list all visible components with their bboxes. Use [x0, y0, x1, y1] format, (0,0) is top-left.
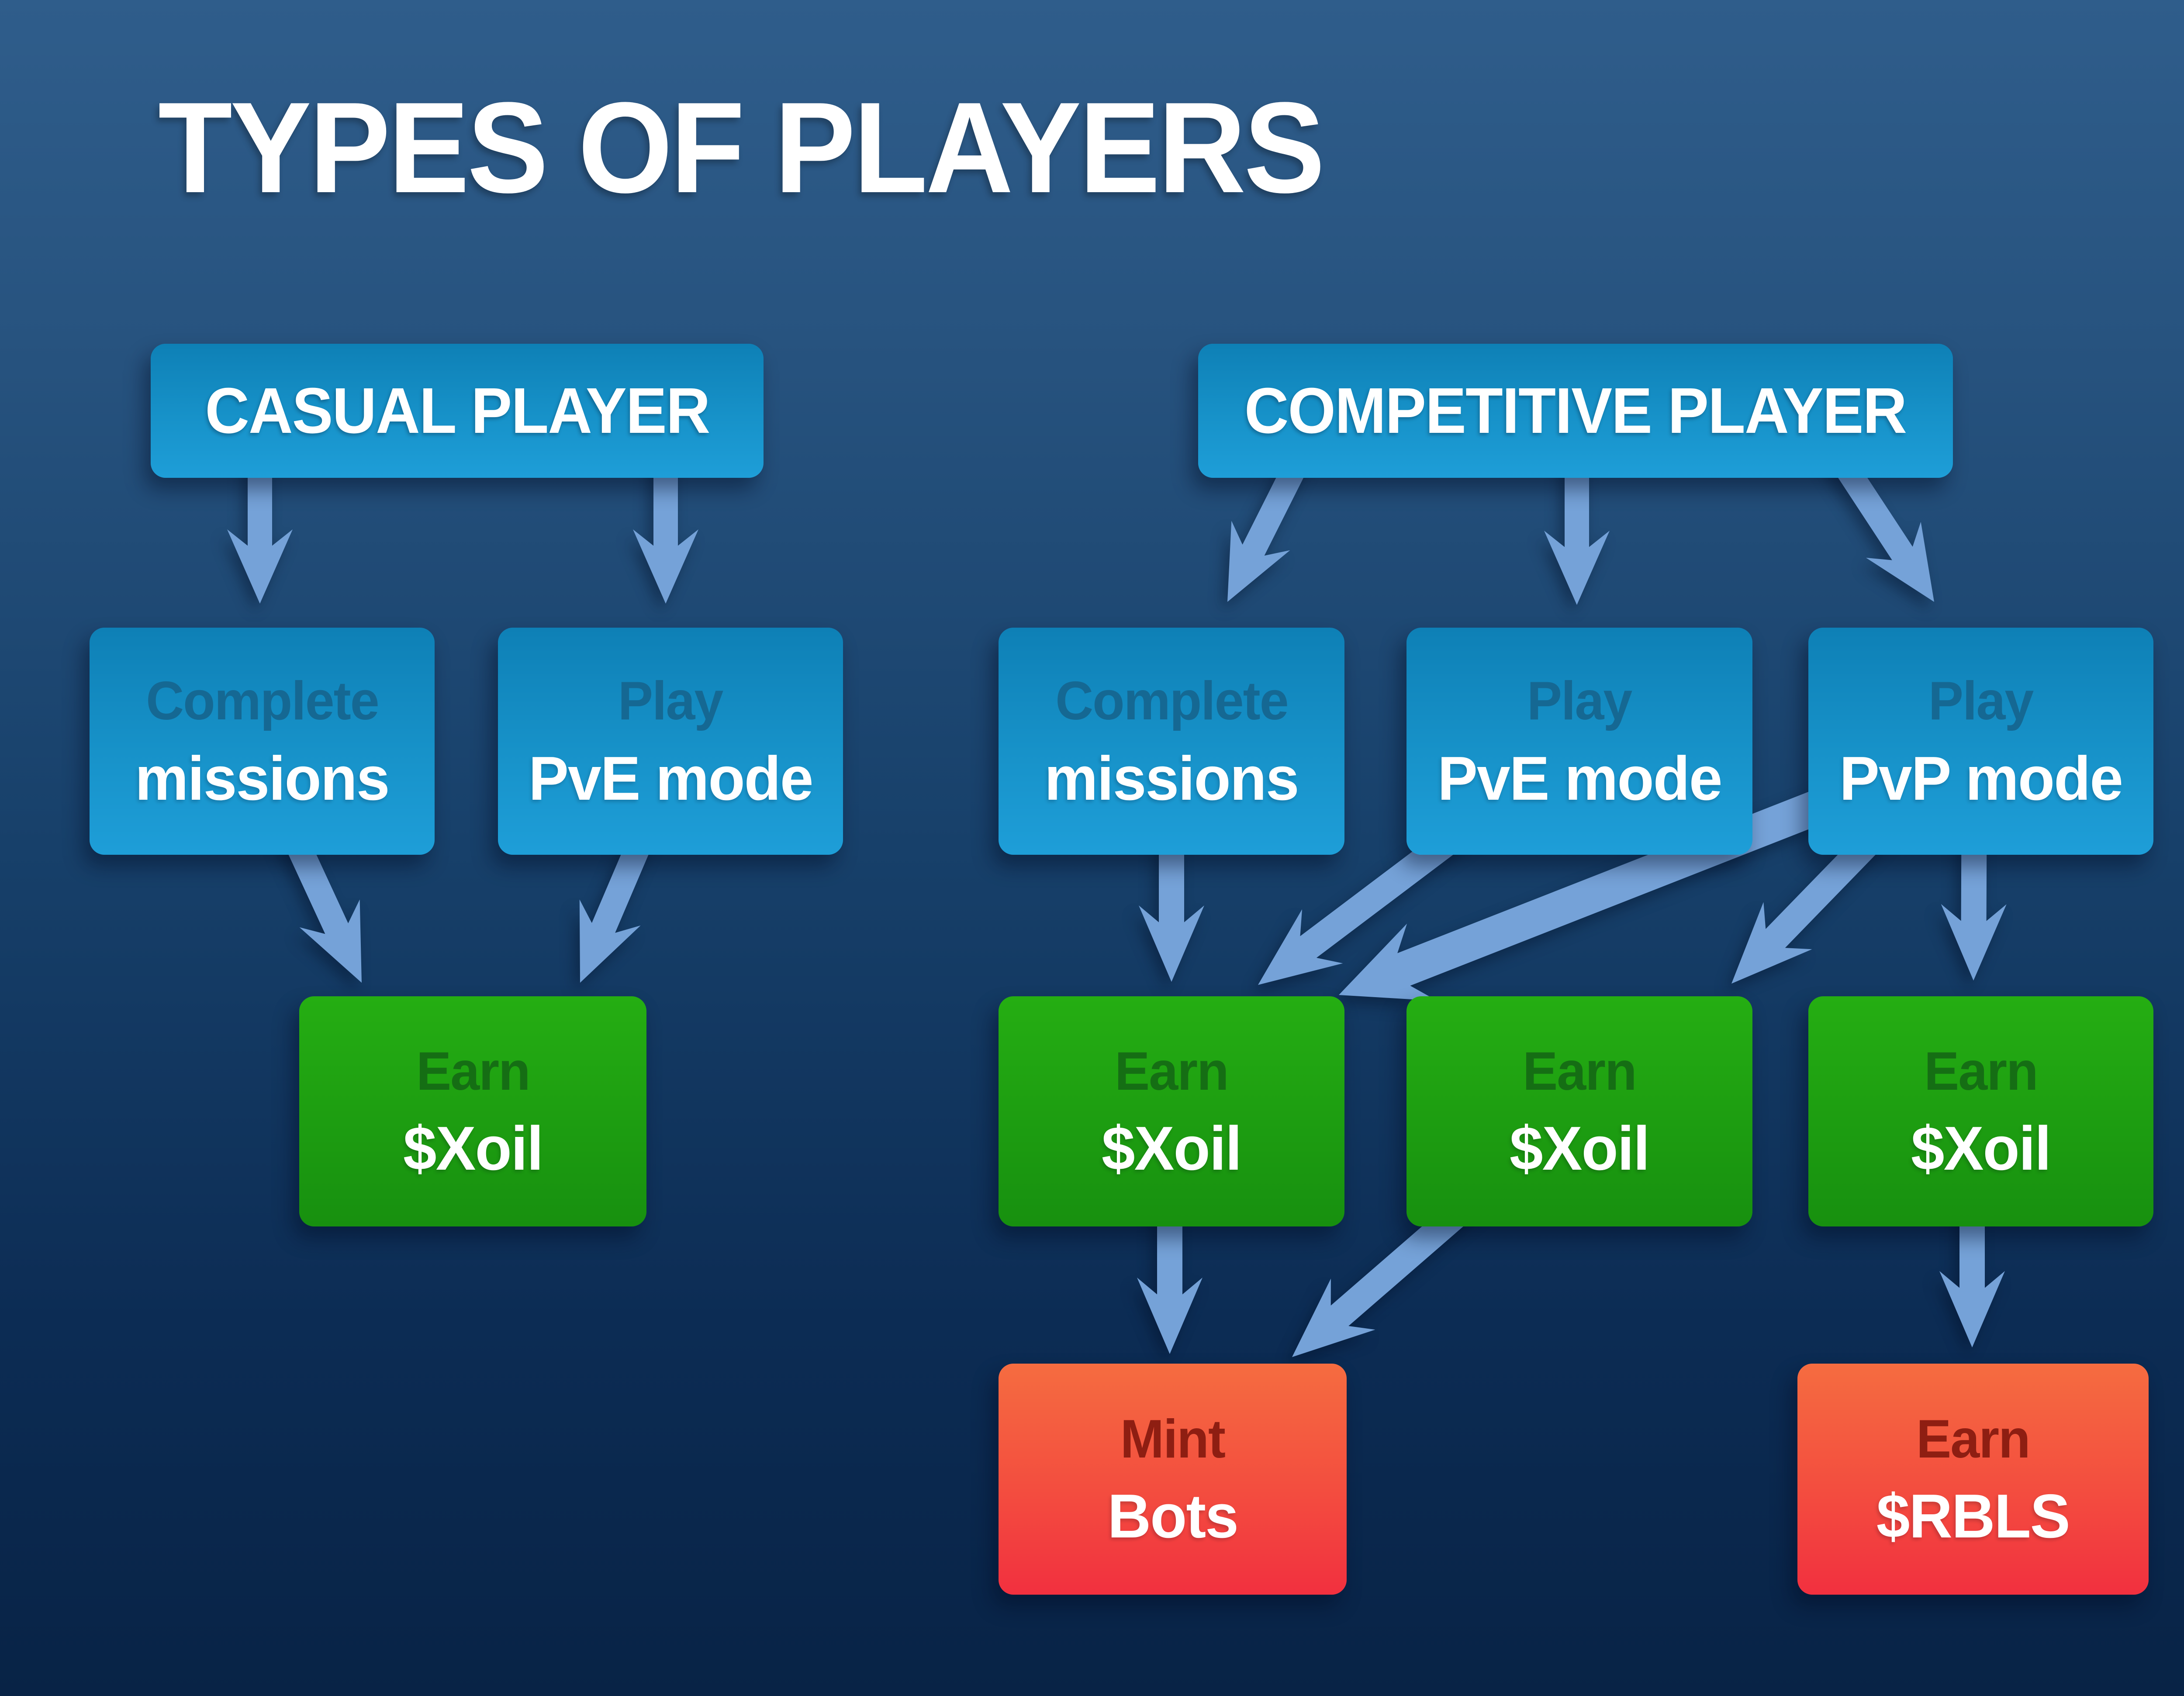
arrow-comp-complete-missions-to-comp-earn-xoil-1	[1139, 764, 1204, 982]
comp-earn-xoil-1-line1: Earn	[1115, 1041, 1229, 1102]
comp-earn-xoil-2: Earn $Xoil	[1406, 996, 1752, 1226]
casual-play-pve-mode-line2: PvE mode	[528, 743, 813, 813]
comp-earn-rbls-line1: Earn	[1916, 1409, 2031, 1469]
comp-earn-xoil-1-line2: $Xoil	[1102, 1114, 1242, 1184]
casual-earn-xoil-line1: Earn	[416, 1041, 531, 1102]
comp-mint-bots-line1: Mint	[1120, 1409, 1226, 1469]
comp-earn-xoil-1: Earn $Xoil	[999, 996, 1344, 1226]
competitive-player-header: COMPETITIVE PLAYER	[1198, 344, 1953, 478]
arrow-competitive-player-to-comp-play-pve-mode	[1544, 437, 1610, 605]
comp-play-pve-mode-line2: PvE mode	[1437, 743, 1722, 813]
competitive-player-label: COMPETITIVE PLAYER	[1244, 374, 1907, 447]
comp-play-pvp-mode-line1: Play	[1928, 671, 2034, 732]
casual-play-pve-mode-line1: Play	[618, 671, 724, 732]
casual-complete-missions: Complete missions	[90, 628, 435, 855]
arrow-comp-play-pvp-mode-to-comp-earn-xoil-3	[1941, 764, 2007, 981]
arrow-casual-player-to-casual-complete-missions	[227, 437, 293, 604]
casual-earn-xoil-line2: $Xoil	[403, 1114, 543, 1184]
arrow-casual-player-to-casual-play-pve-mode	[633, 437, 698, 604]
comp-earn-rbls-line2: $RBLS	[1876, 1482, 2070, 1551]
casual-complete-missions-line1: Complete	[145, 671, 379, 732]
comp-play-pve-mode-line1: Play	[1527, 671, 1633, 732]
comp-earn-xoil-3-line1: Earn	[1924, 1041, 2039, 1102]
comp-play-pvp-mode-line2: PvP mode	[1839, 743, 2123, 813]
arrow-comp-earn-xoil-3-to-comp-earn-rbls	[1939, 1114, 2005, 1347]
comp-earn-xoil-3-line2: $Xoil	[1911, 1114, 2051, 1184]
comp-complete-missions-line1: Complete	[1055, 671, 1289, 732]
comp-earn-xoil-2-line1: Earn	[1523, 1041, 1637, 1102]
comp-earn-rbls: Earn $RBLS	[1797, 1364, 2149, 1595]
comp-earn-xoil-3: Earn $Xoil	[1808, 996, 2153, 1226]
comp-complete-missions: Complete missions	[999, 628, 1344, 855]
casual-earn-xoil: Earn $Xoil	[299, 996, 646, 1226]
casual-player-label: CASUAL PLAYER	[204, 374, 710, 447]
casual-player-header: CASUAL PLAYER	[151, 344, 764, 478]
comp-complete-missions-line2: missions	[1044, 743, 1299, 813]
comp-mint-bots-line2: Bots	[1107, 1482, 1238, 1551]
page-title: TYPES OF PLAYERS	[158, 75, 1325, 220]
arrow-comp-earn-xoil-1-to-comp-mint-bots	[1137, 1114, 1203, 1354]
casual-complete-missions-line2: missions	[135, 743, 390, 813]
comp-earn-xoil-2-line2: $Xoil	[1510, 1114, 1650, 1184]
